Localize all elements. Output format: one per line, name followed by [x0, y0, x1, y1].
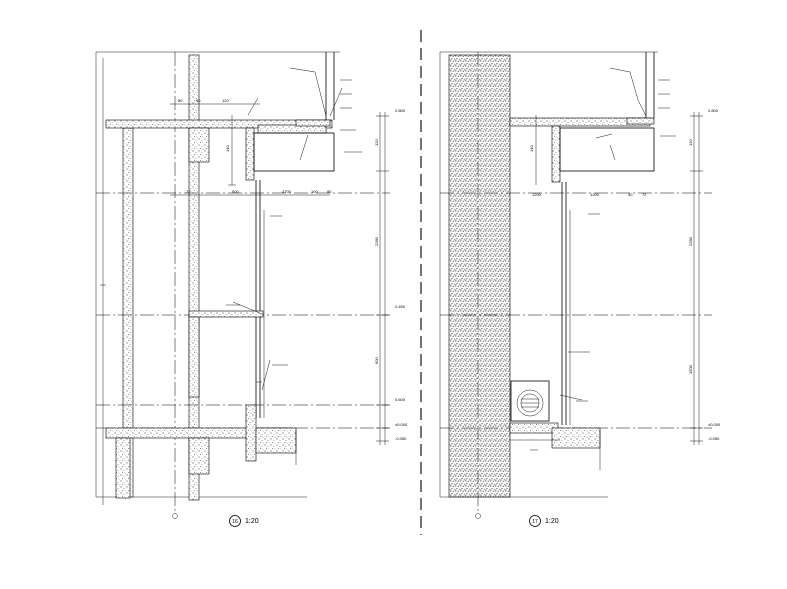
detail-16: 80 90 120 72 500 4700 100 80 140 120 228…	[95, 51, 408, 527]
detail-16-number: 16	[232, 519, 238, 525]
dim17-top-seg-a: 1200	[532, 192, 542, 197]
level-base: -0.050	[395, 436, 407, 441]
level17-floor: ±0.000	[708, 422, 721, 427]
detail-17-bubble	[529, 515, 541, 527]
dim-mid-seg-a: 72	[186, 189, 191, 194]
dim-mid-seg-c: 4700	[282, 189, 292, 194]
mid-sill	[188, 310, 264, 318]
dim-mid-seg-e: 80	[327, 189, 332, 194]
dim-vertical-upper: 140	[225, 145, 230, 152]
dim-vertical-right-top: 120	[374, 139, 379, 146]
dim17-vertical-upper: 140	[529, 145, 534, 152]
dim17-top-seg-b: 1200	[590, 192, 600, 197]
detail-17-number: 17	[532, 519, 538, 525]
dim17-span-lower: 1500	[688, 364, 693, 374]
dim-top-seg-a: 80	[178, 98, 183, 103]
level17-top: 2.800	[708, 108, 719, 113]
dim-top-seg-c: 120	[222, 98, 229, 103]
level-mid: 2.450	[395, 304, 406, 309]
dim17-span-upper: 2280	[688, 236, 693, 246]
dim17-top-seg-c: 30	[628, 192, 633, 197]
level-top: 2.800	[395, 108, 406, 113]
dim-mid-seg-b: 500	[232, 189, 239, 194]
axis-bubble-icon	[172, 513, 178, 519]
dim-mid-seg-d: 100	[311, 189, 318, 194]
dim-top-seg-b: 90	[196, 98, 201, 103]
dim17-vertical-right-top: 120	[688, 139, 693, 146]
axis-bubble-icon	[475, 513, 481, 519]
lower-slab-17	[509, 422, 559, 434]
upper-slab	[105, 119, 333, 129]
detail-17: 1200 1200 30 72 140 120 2280 1500 2.800 …	[439, 51, 721, 527]
thick-concrete-wall	[448, 54, 511, 498]
detail-16-bubble	[229, 515, 241, 527]
dim-span-lower: 600	[374, 357, 379, 364]
level-low: 0.600	[395, 397, 406, 402]
dim17-top-seg-d: 72	[642, 192, 647, 197]
level-floor: ±0.000	[395, 422, 408, 427]
detail-17-scale: 1:20	[545, 518, 559, 525]
detail-16-scale: 1:20	[245, 518, 259, 525]
fan-coil-icon	[510, 380, 550, 422]
dim-span-upper: 2280	[374, 236, 379, 246]
level17-base: -0.050	[708, 436, 720, 441]
